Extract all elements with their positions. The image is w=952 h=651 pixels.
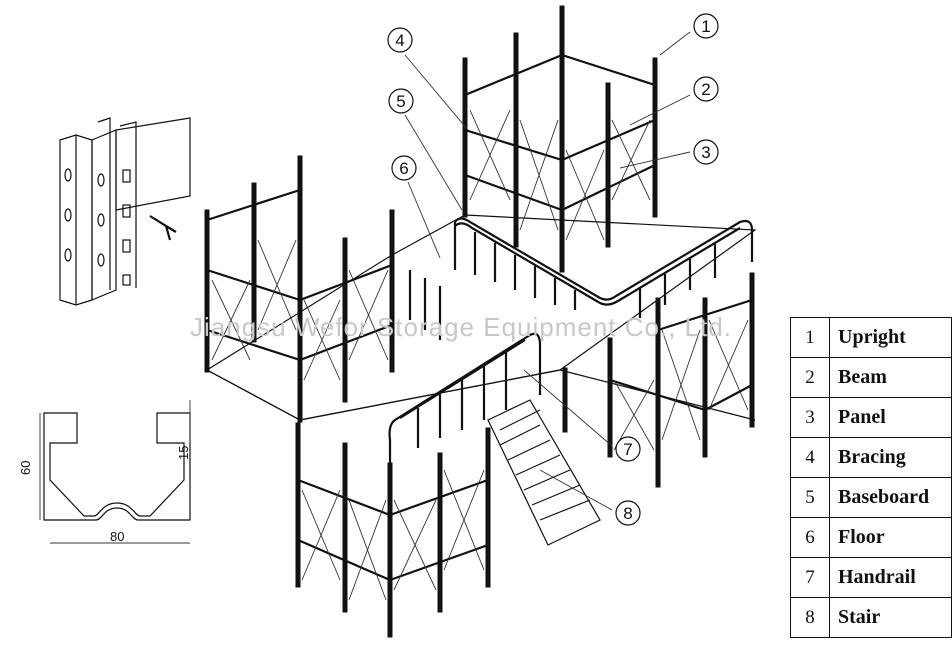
dim-width: 80 bbox=[110, 529, 124, 544]
legend-number: 8 bbox=[790, 597, 830, 638]
callout-8: 8 bbox=[623, 504, 632, 523]
rack-front bbox=[295, 422, 491, 638]
legend-number: 1 bbox=[790, 317, 830, 358]
legend-number: 4 bbox=[790, 437, 830, 478]
legend-label: Panel bbox=[829, 397, 952, 438]
stair bbox=[487, 399, 601, 546]
callout-2: 2 bbox=[701, 80, 710, 99]
legend-label: Floor bbox=[829, 517, 952, 558]
watermark: Jiangsu Wefor Storage Equipment Co., Ltd… bbox=[190, 312, 732, 342]
upright-beam-connector-detail bbox=[59, 117, 191, 306]
callout-6: 6 bbox=[399, 159, 408, 178]
rack-left bbox=[204, 155, 395, 423]
legend-number: 7 bbox=[790, 557, 830, 598]
callout-1: 1 bbox=[701, 17, 710, 36]
callouts: 1 2 3 4 5 6 7 8 bbox=[387, 13, 719, 526]
dim-height: 60 bbox=[18, 461, 33, 475]
legend-number: 6 bbox=[790, 517, 830, 558]
legend-number: 3 bbox=[790, 397, 830, 438]
legend-label: Bracing bbox=[829, 437, 952, 478]
callout-3: 3 bbox=[701, 143, 710, 162]
dim-lip: 15 bbox=[176, 446, 191, 460]
upright-profile-section: 60 15 80 bbox=[18, 400, 191, 544]
legend-label: Stair bbox=[829, 597, 952, 638]
rack-back-right bbox=[462, 5, 658, 273]
legend-label: Beam bbox=[829, 357, 952, 398]
legend-label: Baseboard bbox=[829, 477, 952, 518]
legend-label: Handrail bbox=[829, 557, 952, 598]
legend-label: Upright bbox=[829, 317, 952, 358]
rack-right bbox=[562, 272, 755, 488]
callout-7: 7 bbox=[623, 440, 632, 459]
legend-number: 2 bbox=[790, 357, 830, 398]
handrail bbox=[388, 217, 754, 470]
callout-4: 4 bbox=[395, 31, 404, 50]
callout-5: 5 bbox=[396, 92, 405, 111]
legend-number: 5 bbox=[790, 477, 830, 518]
